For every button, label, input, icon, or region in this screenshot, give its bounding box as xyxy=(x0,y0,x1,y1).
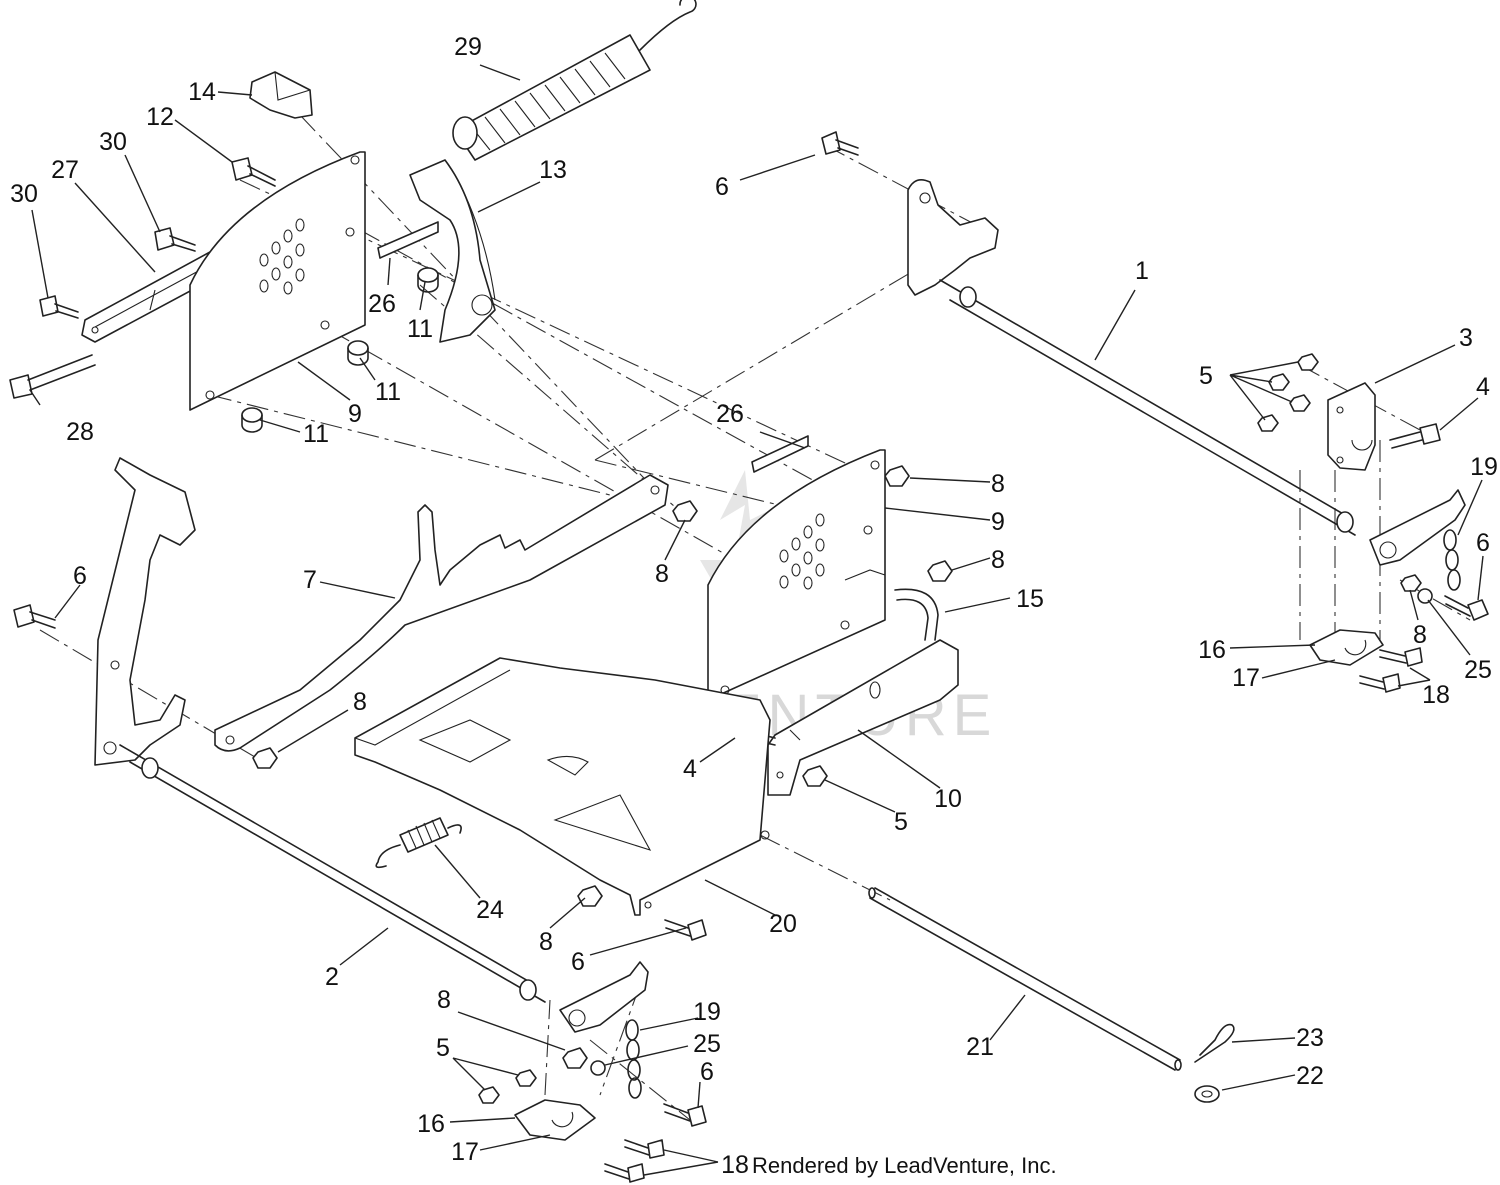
plate-part-9-right xyxy=(707,449,886,701)
nut-part-5-mid xyxy=(802,765,828,787)
callout-22: 22 xyxy=(1296,1062,1324,1090)
callout-29: 29 xyxy=(454,33,482,61)
callout-17: 17 xyxy=(1232,664,1260,692)
plate-part-9-left xyxy=(189,151,366,411)
bolt-part-6-top xyxy=(821,131,859,156)
callout-8: 8 xyxy=(539,928,553,956)
callout-21: 21 xyxy=(966,1033,994,1061)
rod-part-15 xyxy=(894,588,939,641)
strip-part-26-left xyxy=(377,221,439,259)
callout-labels: 29 14 12 30 27 30 13 6 26 11 1 3 5 11 4 … xyxy=(10,33,1498,1179)
callout-24: 24 xyxy=(476,896,504,924)
callout-1: 1 xyxy=(1135,257,1149,285)
callout-28: 28 xyxy=(66,418,94,446)
callout-11: 11 xyxy=(407,315,433,343)
callout-8: 8 xyxy=(991,470,1005,498)
clip-part-14 xyxy=(249,71,313,119)
spring-part-24 xyxy=(375,817,462,869)
callout-25: 25 xyxy=(693,1030,721,1058)
callout-19: 19 xyxy=(1470,453,1498,481)
callout-6: 6 xyxy=(700,1058,714,1086)
callout-6: 6 xyxy=(1476,529,1490,557)
bolt-part-6-left xyxy=(13,604,56,629)
callout-19: 19 xyxy=(693,998,721,1026)
nuts-part-5-right xyxy=(1257,353,1319,432)
bolt-part-6-mid xyxy=(664,919,707,941)
callout-30: 30 xyxy=(10,180,38,208)
callout-8: 8 xyxy=(655,560,669,588)
callout-4: 4 xyxy=(683,755,697,783)
callout-4: 4 xyxy=(1476,373,1490,401)
callout-6: 6 xyxy=(715,173,729,201)
bolt-part-4-right xyxy=(1389,423,1441,449)
callout-8: 8 xyxy=(991,546,1005,574)
callout-6: 6 xyxy=(73,562,87,590)
chain-right xyxy=(1443,529,1461,591)
callout-5: 5 xyxy=(436,1034,450,1062)
callout-27: 27 xyxy=(51,156,79,184)
pin-part-23 xyxy=(1194,1023,1235,1063)
rod-part-21 xyxy=(868,887,1182,1071)
slot-pattern-right xyxy=(779,513,825,590)
bolts-part-30 xyxy=(39,227,196,319)
callout-17: 17 xyxy=(451,1138,479,1166)
spring-part-29 xyxy=(452,0,697,161)
nuts-part-8 xyxy=(252,465,953,1069)
callout-11: 11 xyxy=(303,420,329,448)
bolt-part-12 xyxy=(231,157,276,187)
callout-18: 18 xyxy=(721,1151,749,1179)
strip-part-26-right xyxy=(751,435,809,473)
callout-9: 9 xyxy=(991,508,1005,536)
callout-11: 11 xyxy=(375,378,401,406)
callout-12: 12 xyxy=(146,103,174,131)
callout-20: 20 xyxy=(769,910,797,938)
callout-16: 16 xyxy=(1198,636,1226,664)
lever-part-2 xyxy=(94,457,546,1003)
callout-26: 26 xyxy=(368,290,396,318)
latch-part-16-lower xyxy=(514,1099,665,1183)
callout-16: 16 xyxy=(417,1110,445,1138)
bracket-part-13 xyxy=(409,159,496,343)
callout-30: 30 xyxy=(99,128,127,156)
slot-pattern-left xyxy=(259,218,305,295)
frame-part-7 xyxy=(214,474,669,752)
callout-13: 13 xyxy=(539,156,567,184)
bracket-part-3 xyxy=(1327,382,1376,471)
callout-3: 3 xyxy=(1459,324,1473,352)
callout-8: 8 xyxy=(1413,621,1427,649)
callout-18: 18 xyxy=(1422,681,1450,709)
callout-10: 10 xyxy=(934,785,962,813)
callout-5: 5 xyxy=(1199,362,1213,390)
callout-23: 23 xyxy=(1296,1024,1324,1052)
fasteners-right xyxy=(1400,574,1489,621)
arm-part-19-lower xyxy=(559,961,649,1099)
chain-lower xyxy=(625,1019,642,1099)
callout-26: 26 xyxy=(716,400,744,428)
callout-7: 7 xyxy=(303,566,317,594)
callout-6: 6 xyxy=(571,948,585,976)
bracket-part-10 xyxy=(767,639,959,796)
plate-part-20 xyxy=(354,657,771,916)
footer-credit: Rendered by LeadVenture, Inc. xyxy=(752,1153,1057,1178)
callout-2: 2 xyxy=(325,963,339,991)
fasteners-lower xyxy=(478,1060,707,1127)
callout-14: 14 xyxy=(188,78,216,106)
leader-lines xyxy=(29,64,1484,1176)
latch-part-16-right xyxy=(1309,629,1423,693)
callout-25: 25 xyxy=(1464,656,1492,684)
arm-part-19-right xyxy=(1369,489,1466,591)
shaft-part-1 xyxy=(907,179,1356,536)
spacers-part-11 xyxy=(241,267,439,433)
callout-9: 9 xyxy=(348,400,362,428)
callout-15: 15 xyxy=(1016,585,1044,613)
callout-8: 8 xyxy=(437,986,451,1014)
callout-8: 8 xyxy=(353,688,367,716)
bolt-part-28 xyxy=(9,354,96,399)
washer-part-22 xyxy=(1194,1085,1220,1103)
callout-5: 5 xyxy=(894,808,908,836)
